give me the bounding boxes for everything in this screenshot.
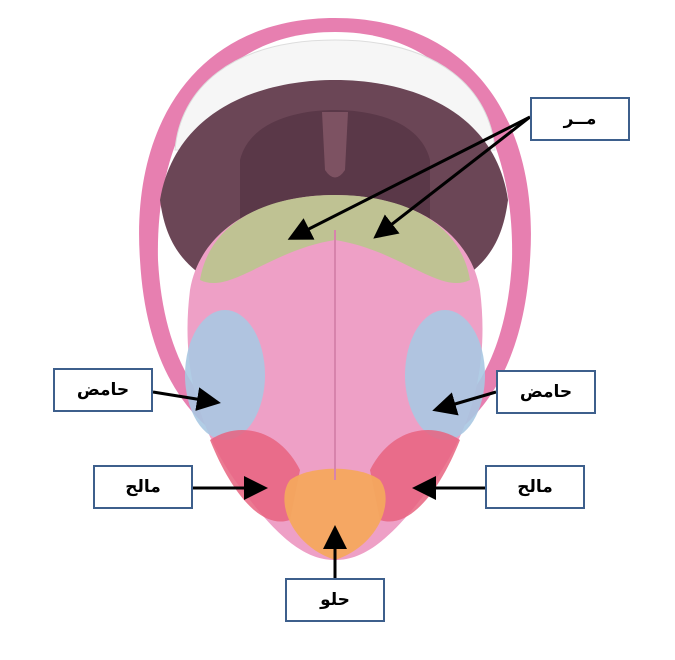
sour-zone-left [185, 310, 265, 440]
label-sweet: حلو [285, 578, 385, 622]
sour-zone-right [405, 310, 485, 440]
arrows [152, 115, 531, 578]
salty-zone-right [370, 430, 460, 522]
salty-zone-left [210, 430, 300, 522]
label-bitter: مــر [530, 97, 630, 141]
label-sour-left: حامض [53, 368, 153, 412]
sweet-zone [284, 468, 386, 560]
label-salty-left: مالح [93, 465, 193, 509]
label-sour-right: حامض [496, 370, 596, 414]
label-salty-right: مالح [485, 465, 585, 509]
tongue [185, 195, 485, 560]
